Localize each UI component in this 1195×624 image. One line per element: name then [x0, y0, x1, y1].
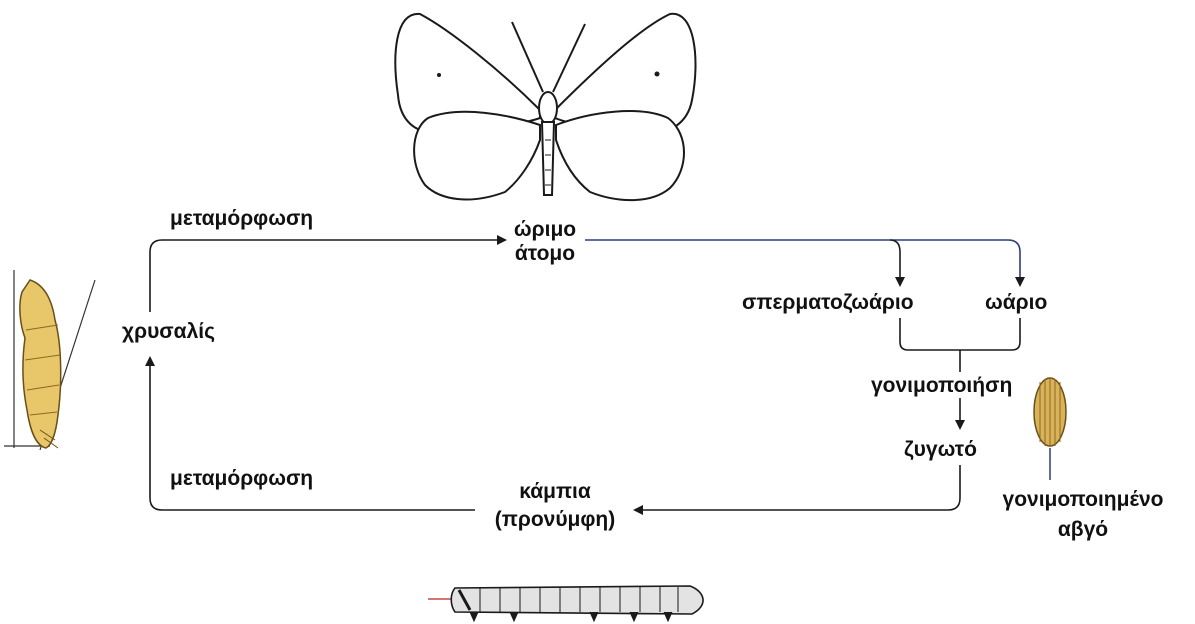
label-fertilized-egg: γονιμοποιημένο αβγό — [978, 488, 1188, 542]
caterpillar-illustration — [428, 586, 703, 621]
thorax — [539, 92, 557, 124]
line-zygote-to-larva — [635, 465, 960, 510]
label-fertilization: γονιμοποιήση — [871, 374, 1012, 398]
right-antenna — [553, 24, 585, 92]
left-hindwing — [414, 112, 540, 200]
label-larva: κάμπια (προνύμφη) — [470, 480, 640, 532]
label-metamorphosis-top: μεταμόρφωση — [170, 207, 313, 231]
label-fertilized-egg-line2: αβγό — [978, 518, 1188, 542]
butterfly-illustration — [395, 14, 695, 200]
arrow-to-sperm — [890, 240, 900, 285]
arrow-pupa-to-adult — [150, 240, 505, 312]
label-zygote: ζυγωτό — [904, 438, 977, 462]
label-metamorphosis-bottom: μεταμόρφωση — [170, 467, 313, 491]
abdomen — [542, 122, 554, 195]
label-adult-line2: άτομο — [505, 242, 585, 266]
label-egg-cell: ωάριο — [985, 291, 1047, 315]
label-sperm: σπερματοζωάριο — [742, 291, 914, 315]
label-larva-line2: (προνύμφη) — [470, 508, 640, 532]
line-adult-right — [585, 240, 1020, 285]
fertilized-egg-illustration — [1034, 378, 1066, 480]
pupa-illustration — [4, 270, 95, 450]
left-antenna — [512, 22, 543, 92]
label-larva-line1: κάμπια — [470, 480, 640, 504]
label-adult: ώριμο άτομο — [505, 218, 585, 266]
right-hindwing — [556, 111, 684, 200]
left-wing-spot — [437, 73, 441, 77]
label-fertilized-egg-line1: γονιμοποιημένο — [978, 488, 1188, 512]
right-wing-spot — [655, 72, 660, 77]
label-adult-line1: ώριμο — [505, 218, 585, 242]
label-pupa: χρυσαλίς — [122, 320, 215, 344]
join-bracket — [900, 318, 1020, 350]
